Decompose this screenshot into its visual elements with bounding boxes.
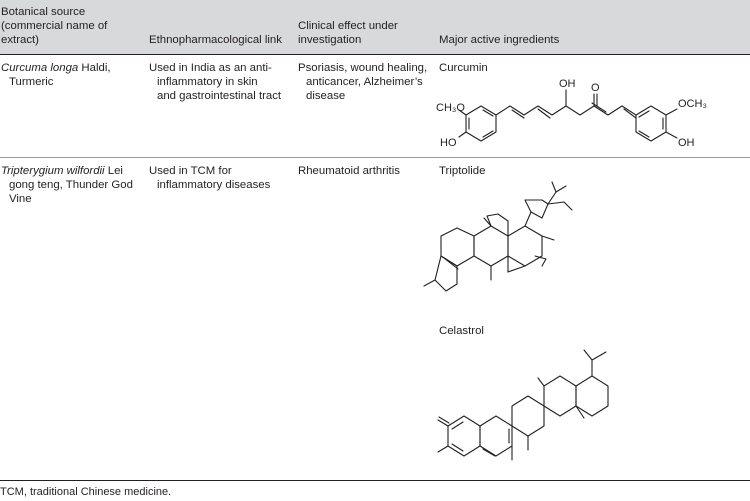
source-text: Turmeric [9, 76, 54, 89]
source-text: God Vine [9, 179, 133, 206]
effect-line: Rheumatoid arthritis [298, 165, 400, 177]
curcumin-label: HO [440, 137, 457, 149]
celastrol-structure [434, 336, 664, 476]
row1-source: Curcuma longa Haldi, Turmeric [1, 61, 146, 89]
row-divider [0, 157, 750, 158]
row1-effect: Psoriasis, wound healing, anticancer, Al… [298, 61, 438, 104]
header-text-line: Botanical source [1, 6, 86, 18]
link-line: Used in India as an anti- [149, 62, 272, 74]
curcumin-label: O [591, 82, 600, 94]
footnote: TCM, traditional Chinese medicine. [0, 486, 172, 498]
curcumin-structure: OH O CH₃O HO OCH₃ OH [436, 74, 737, 156]
header-major-active-ingredients: Major active ingredients [439, 33, 639, 47]
ingredient-name-curcumin: Curcumin [439, 62, 488, 74]
source-text: gong teng, Thunder [9, 179, 109, 192]
row2-link: Used in TCM for inflammatory diseases [149, 164, 294, 192]
ingredient-name-triptolide: Triptolide [439, 165, 486, 177]
link-line: inflammatory in skin [157, 76, 258, 89]
effect-line: Psoriasis, wound healing, [298, 62, 428, 74]
source-text: Haldi, [78, 62, 111, 74]
header-text-line: extract) [1, 34, 39, 47]
header-ethnopharmacological-link: Ethnopharmacological link [149, 33, 289, 47]
ingredient-name-celastrol: Celastrol [439, 325, 484, 337]
header-text-line: Ethnopharmacological link [149, 34, 282, 46]
source-text: Lei [104, 165, 123, 177]
header-rule [0, 54, 750, 55]
header-botanical-source: Botanical source (commercial name of ext… [1, 5, 141, 48]
link-line: and gastrointestinal tract [157, 90, 282, 103]
row2-source: Tripterygium wilfordii Lei gong teng, Th… [1, 164, 147, 207]
bottom-rule [0, 480, 750, 481]
triptolide-structure [423, 176, 582, 306]
header-text-line: (commercial name of [1, 20, 108, 33]
curcumin-label: OH [559, 78, 576, 90]
link-line: Used in TCM for [149, 165, 232, 177]
row2-effect: Rheumatoid arthritis [298, 164, 438, 178]
link-line: inflammatory diseases [157, 179, 271, 192]
species-name: Curcuma longa [1, 62, 79, 74]
curcumin-label: OH [678, 137, 695, 149]
species-name: Tripterygium wilfordii [1, 165, 105, 177]
header-text-line: Major active ingredients [439, 34, 560, 46]
header-text-line: investigation [298, 34, 362, 47]
effect-line: anticancer, Alzheimer’s [306, 76, 423, 89]
effect-line: disease [306, 90, 346, 103]
table-header [0, 0, 750, 54]
curcumin-label: OCH₃ [678, 98, 707, 110]
header-text-line: Clinical effect under [298, 20, 398, 32]
row1-link: Used in India as an anti- inflammatory i… [149, 61, 294, 104]
curcumin-label: CH₃O [436, 102, 465, 114]
header-clinical-effect: Clinical effect under investigation [298, 19, 438, 47]
